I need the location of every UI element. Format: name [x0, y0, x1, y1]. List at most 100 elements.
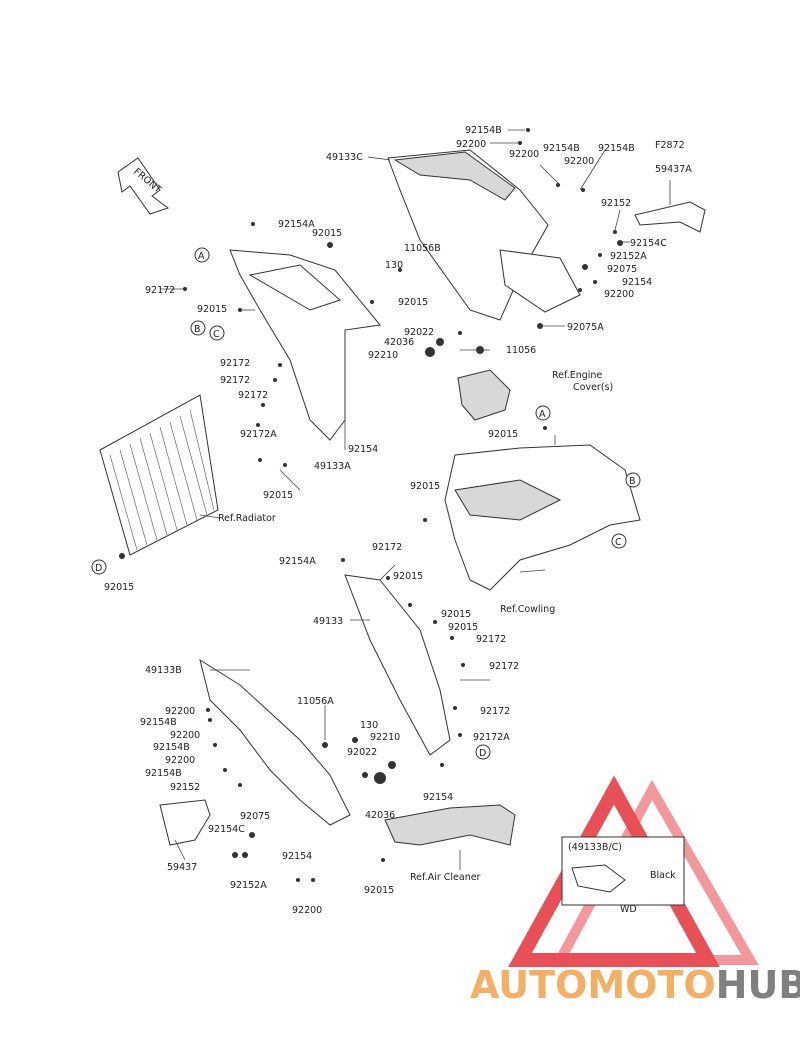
pn-label: 11056B	[404, 243, 441, 254]
pn-label: 92200	[509, 149, 539, 160]
pn-label: 92015	[410, 481, 440, 492]
pn-label: 92022	[347, 747, 377, 758]
pn-label: 92154B	[543, 143, 580, 154]
pn-label: 92015	[312, 228, 342, 239]
pn-label: 92172	[238, 390, 268, 401]
pn-label: 11056A	[297, 696, 334, 707]
pn-label: 92075	[607, 264, 637, 275]
inset-box: (49133B/C) Black WD	[561, 836, 685, 915]
callout-d-2: D	[479, 748, 486, 759]
pn-label: 130	[385, 260, 403, 271]
pn-label: 92154C	[630, 238, 667, 249]
pn-label: 92172	[372, 542, 402, 553]
inset-color: Black	[650, 870, 676, 881]
watermark-text-1: AUTOMOTO	[470, 963, 716, 1007]
pn-label: 92015	[393, 571, 423, 582]
pn-label: 92154	[622, 277, 652, 288]
side-panel-lower	[199, 658, 351, 826]
pn-label: 42036	[384, 337, 414, 348]
callout-b-2: B	[629, 476, 636, 487]
pn-label: 92152A	[230, 880, 267, 891]
pn-label: 92075	[240, 811, 270, 822]
pn-label: 49133C	[326, 152, 363, 163]
ref-radiator: Ref.Radiator	[218, 513, 276, 524]
fasteners	[119, 128, 623, 882]
callout-d-1: D	[95, 563, 102, 574]
air-cleaner-part	[384, 804, 516, 846]
pn-label: 92015	[448, 622, 478, 633]
pn-label: 92015	[488, 429, 518, 440]
pn-label: 92172A	[240, 429, 277, 440]
inset-mark: WD	[620, 904, 637, 915]
duct-upper	[634, 201, 706, 233]
ref-air-cleaner: Ref.Air Cleaner	[410, 872, 481, 883]
pn-label: 11056	[506, 345, 536, 356]
callout-c-1: C	[213, 329, 220, 340]
inner-panel-upper	[229, 249, 381, 441]
pn-label: 92172	[145, 285, 175, 296]
pn-label: 92172	[220, 358, 250, 369]
pn-label: 92075A	[567, 322, 604, 333]
pn-label: 92154C	[208, 824, 245, 835]
pn-label: 92200	[292, 905, 322, 916]
pn-label: 92154	[348, 444, 378, 455]
upper-cowl-part	[387, 149, 581, 321]
ref-engine-cover-2: Cover(s)	[573, 382, 613, 393]
part-number-labels: 92154B 92200 49133C 92200 92154B 92200 9…	[104, 125, 692, 916]
pn-label: 49133A	[314, 461, 351, 472]
pn-label: 59437	[167, 862, 197, 873]
pn-label: 92015	[441, 609, 471, 620]
pn-label: 130	[360, 720, 378, 731]
pn-label: 92154	[423, 792, 453, 803]
leader-lines	[160, 129, 671, 870]
inner-panel-lower	[344, 574, 451, 756]
pn-label: 92015	[104, 582, 134, 593]
callout-a-2: A	[539, 409, 546, 420]
inset-part: (49133B/C)	[568, 842, 622, 853]
radiator-part	[99, 394, 219, 556]
pn-label: 92152A	[610, 251, 647, 262]
pn-label: 92154B	[145, 768, 182, 779]
pn-label: 92154B	[465, 125, 502, 136]
callout-circles: A B C A B C D D	[91, 247, 641, 760]
svg-text:AUTOMOTOHUB: AUTOMOTOHUB	[470, 963, 800, 1007]
callout-c-2: C	[615, 537, 622, 548]
pn-label: 92200	[170, 730, 200, 741]
pn-label: 92015	[197, 304, 227, 315]
pn-label: 92022	[404, 327, 434, 338]
pn-label: 92200	[564, 156, 594, 167]
duct-lower	[159, 799, 211, 846]
ref-engine-cover: Ref.Engine	[552, 370, 602, 381]
pn-label: 92200	[165, 755, 195, 766]
pn-label: 92172A	[473, 732, 510, 743]
pn-label: 92200	[604, 289, 634, 300]
pn-label: 92154	[282, 851, 312, 862]
pn-label: 92210	[370, 732, 400, 743]
pn-label: 92154A	[279, 556, 316, 567]
pn-label: 42036	[365, 810, 395, 821]
pn-label: 59437A	[655, 164, 692, 175]
pn-label: 92152	[601, 198, 631, 209]
pn-label: 92210	[368, 350, 398, 361]
pn-label: 49133B	[145, 665, 182, 676]
pn-label: 92172	[220, 375, 250, 386]
cowling-part	[444, 444, 641, 591]
pn-label: 92172	[489, 661, 519, 672]
pn-label: 92152	[170, 782, 200, 793]
pn-label: 49133	[313, 616, 343, 627]
pn-label: 92154B	[598, 143, 635, 154]
pn-label: 92200	[165, 706, 195, 717]
pn-label: 92172	[480, 706, 510, 717]
callout-b-1: B	[194, 324, 201, 335]
watermark-text-2: HUB	[716, 963, 800, 1007]
pn-label: 92200	[456, 139, 486, 150]
pn-label: 92172	[476, 634, 506, 645]
pn-label: 92154B	[153, 742, 190, 753]
ref-cowling: Ref.Cowling	[500, 604, 555, 615]
engine-cover-bracket	[457, 369, 511, 421]
callout-a-1: A	[198, 251, 205, 262]
pn-label: 92015	[263, 490, 293, 501]
figure-code: F2872	[655, 140, 685, 151]
pn-label: 92154A	[278, 219, 315, 230]
